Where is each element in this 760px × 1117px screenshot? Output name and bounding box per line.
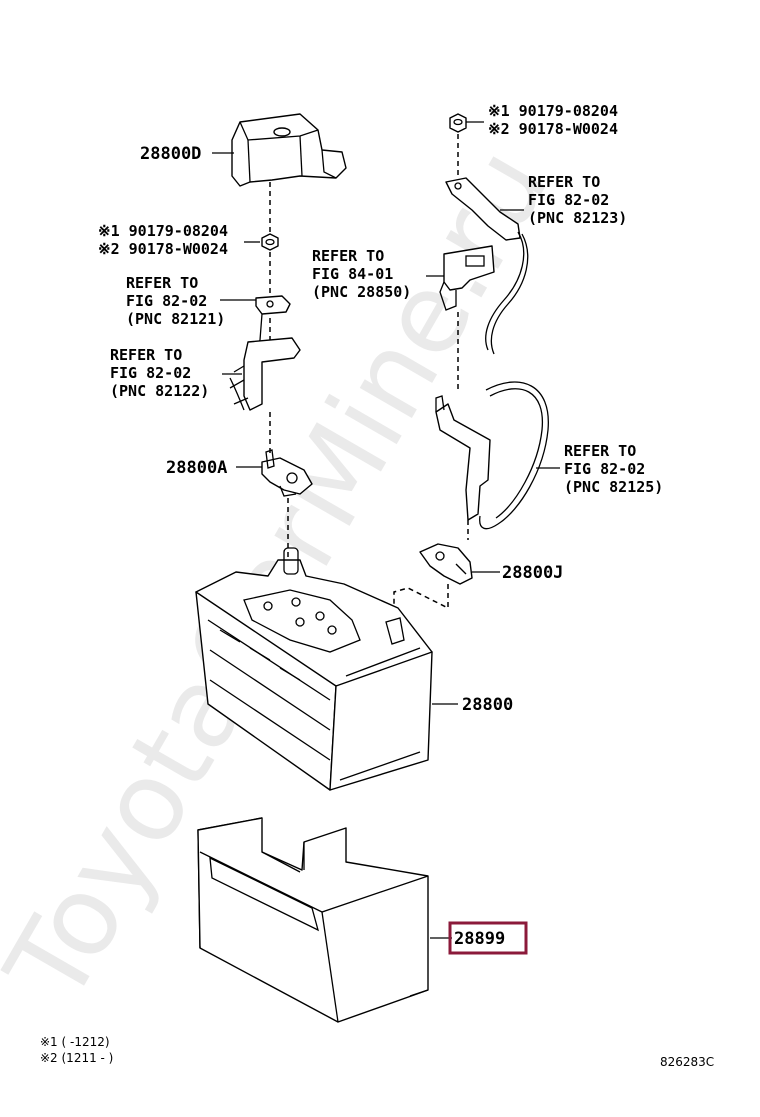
label-28800D: 28800D [140,144,201,164]
nut-right[interactable] [449,113,467,133]
ref-82121-l2: FIG 82-02 [126,292,207,310]
diagram-code: 826283C [660,1055,714,1069]
highlight-box-28899[interactable] [448,921,528,955]
label-28899: 28899 [454,929,505,949]
label-28800A: 28800A [166,458,227,478]
ref-82122-l3: (PNC 82122) [110,382,209,400]
ref-28850-l1: REFER TO [312,247,384,265]
nut-left-line2: ※2 90178-W0024 [98,240,228,258]
label-28800: 28800 [462,695,513,715]
ref-82122-l2: FIG 82-02 [110,364,191,382]
ref-82123-l2: FIG 82-02 [528,191,609,209]
ref-82125-l2: FIG 82-02 [564,460,645,478]
ref-28850-l3: (PNC 28850) [312,283,411,301]
battery-tray-28899[interactable] [197,817,429,1023]
terminal-cover-28800D[interactable] [231,113,347,187]
terminal-82123[interactable] [445,177,529,355]
terminal-clamp-28800A[interactable] [261,449,313,497]
ref-82121-l3: (PNC 82121) [126,310,225,328]
ref-28850-l2: FIG 84-01 [312,265,393,283]
ref-82122-l1: REFER TO [110,346,182,364]
ref-82121-l1: REFER TO [126,274,198,292]
label-28800J: 28800J [502,563,563,583]
battery-28800[interactable] [195,547,433,791]
terminal-clamp-28800J[interactable] [419,543,473,585]
ref-82123-l1: REFER TO [528,173,600,191]
footnote-1: ※1 ( -1212) [40,1035,110,1049]
sensor-28850[interactable] [439,245,495,311]
footnote-2: ※2 (1211 - ) [40,1051,113,1065]
nut-left[interactable] [261,233,279,251]
nut-left-line1: ※1 90179-08204 [98,222,228,240]
ref-82125-l3: (PNC 82125) [564,478,663,496]
ref-82125-l1: REFER TO [564,442,636,460]
nut-right-line1: ※1 90179-08204 [488,102,618,120]
ref-82123-l3: (PNC 82123) [528,209,627,227]
nut-right-line2: ※2 90178-W0024 [488,120,618,138]
cable-clamp-82122[interactable] [229,337,301,411]
bracket-82125[interactable] [435,381,549,530]
